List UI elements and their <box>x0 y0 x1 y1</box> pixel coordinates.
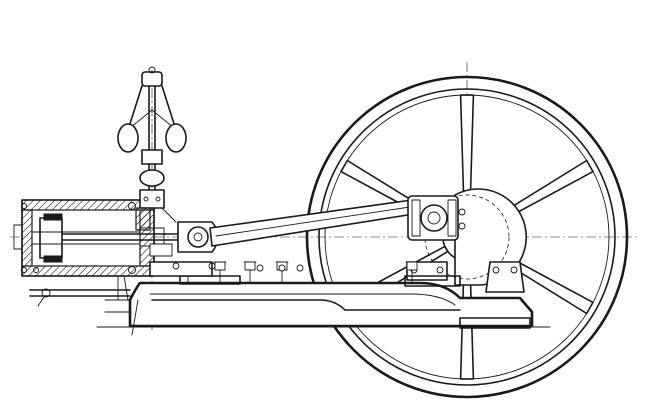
connecting-rod <box>209 199 415 247</box>
bolt <box>213 261 227 283</box>
fitting <box>256 264 264 272</box>
crosshead <box>149 221 219 277</box>
bolt <box>243 261 257 283</box>
piston <box>39 217 63 259</box>
governor-ball-right <box>165 123 187 153</box>
crank-disc <box>406 188 527 286</box>
steam-cylinder <box>13 199 165 277</box>
fitting <box>278 264 286 272</box>
fitting <box>296 264 304 272</box>
crank-pin-bearing <box>407 195 466 241</box>
cylinder-supports <box>29 275 139 336</box>
main-bearing <box>485 261 525 293</box>
bolt <box>405 261 419 283</box>
governor-ball-left <box>117 123 139 153</box>
bed-fittings <box>256 264 304 272</box>
valve-chest <box>135 207 177 257</box>
governor <box>117 66 187 209</box>
